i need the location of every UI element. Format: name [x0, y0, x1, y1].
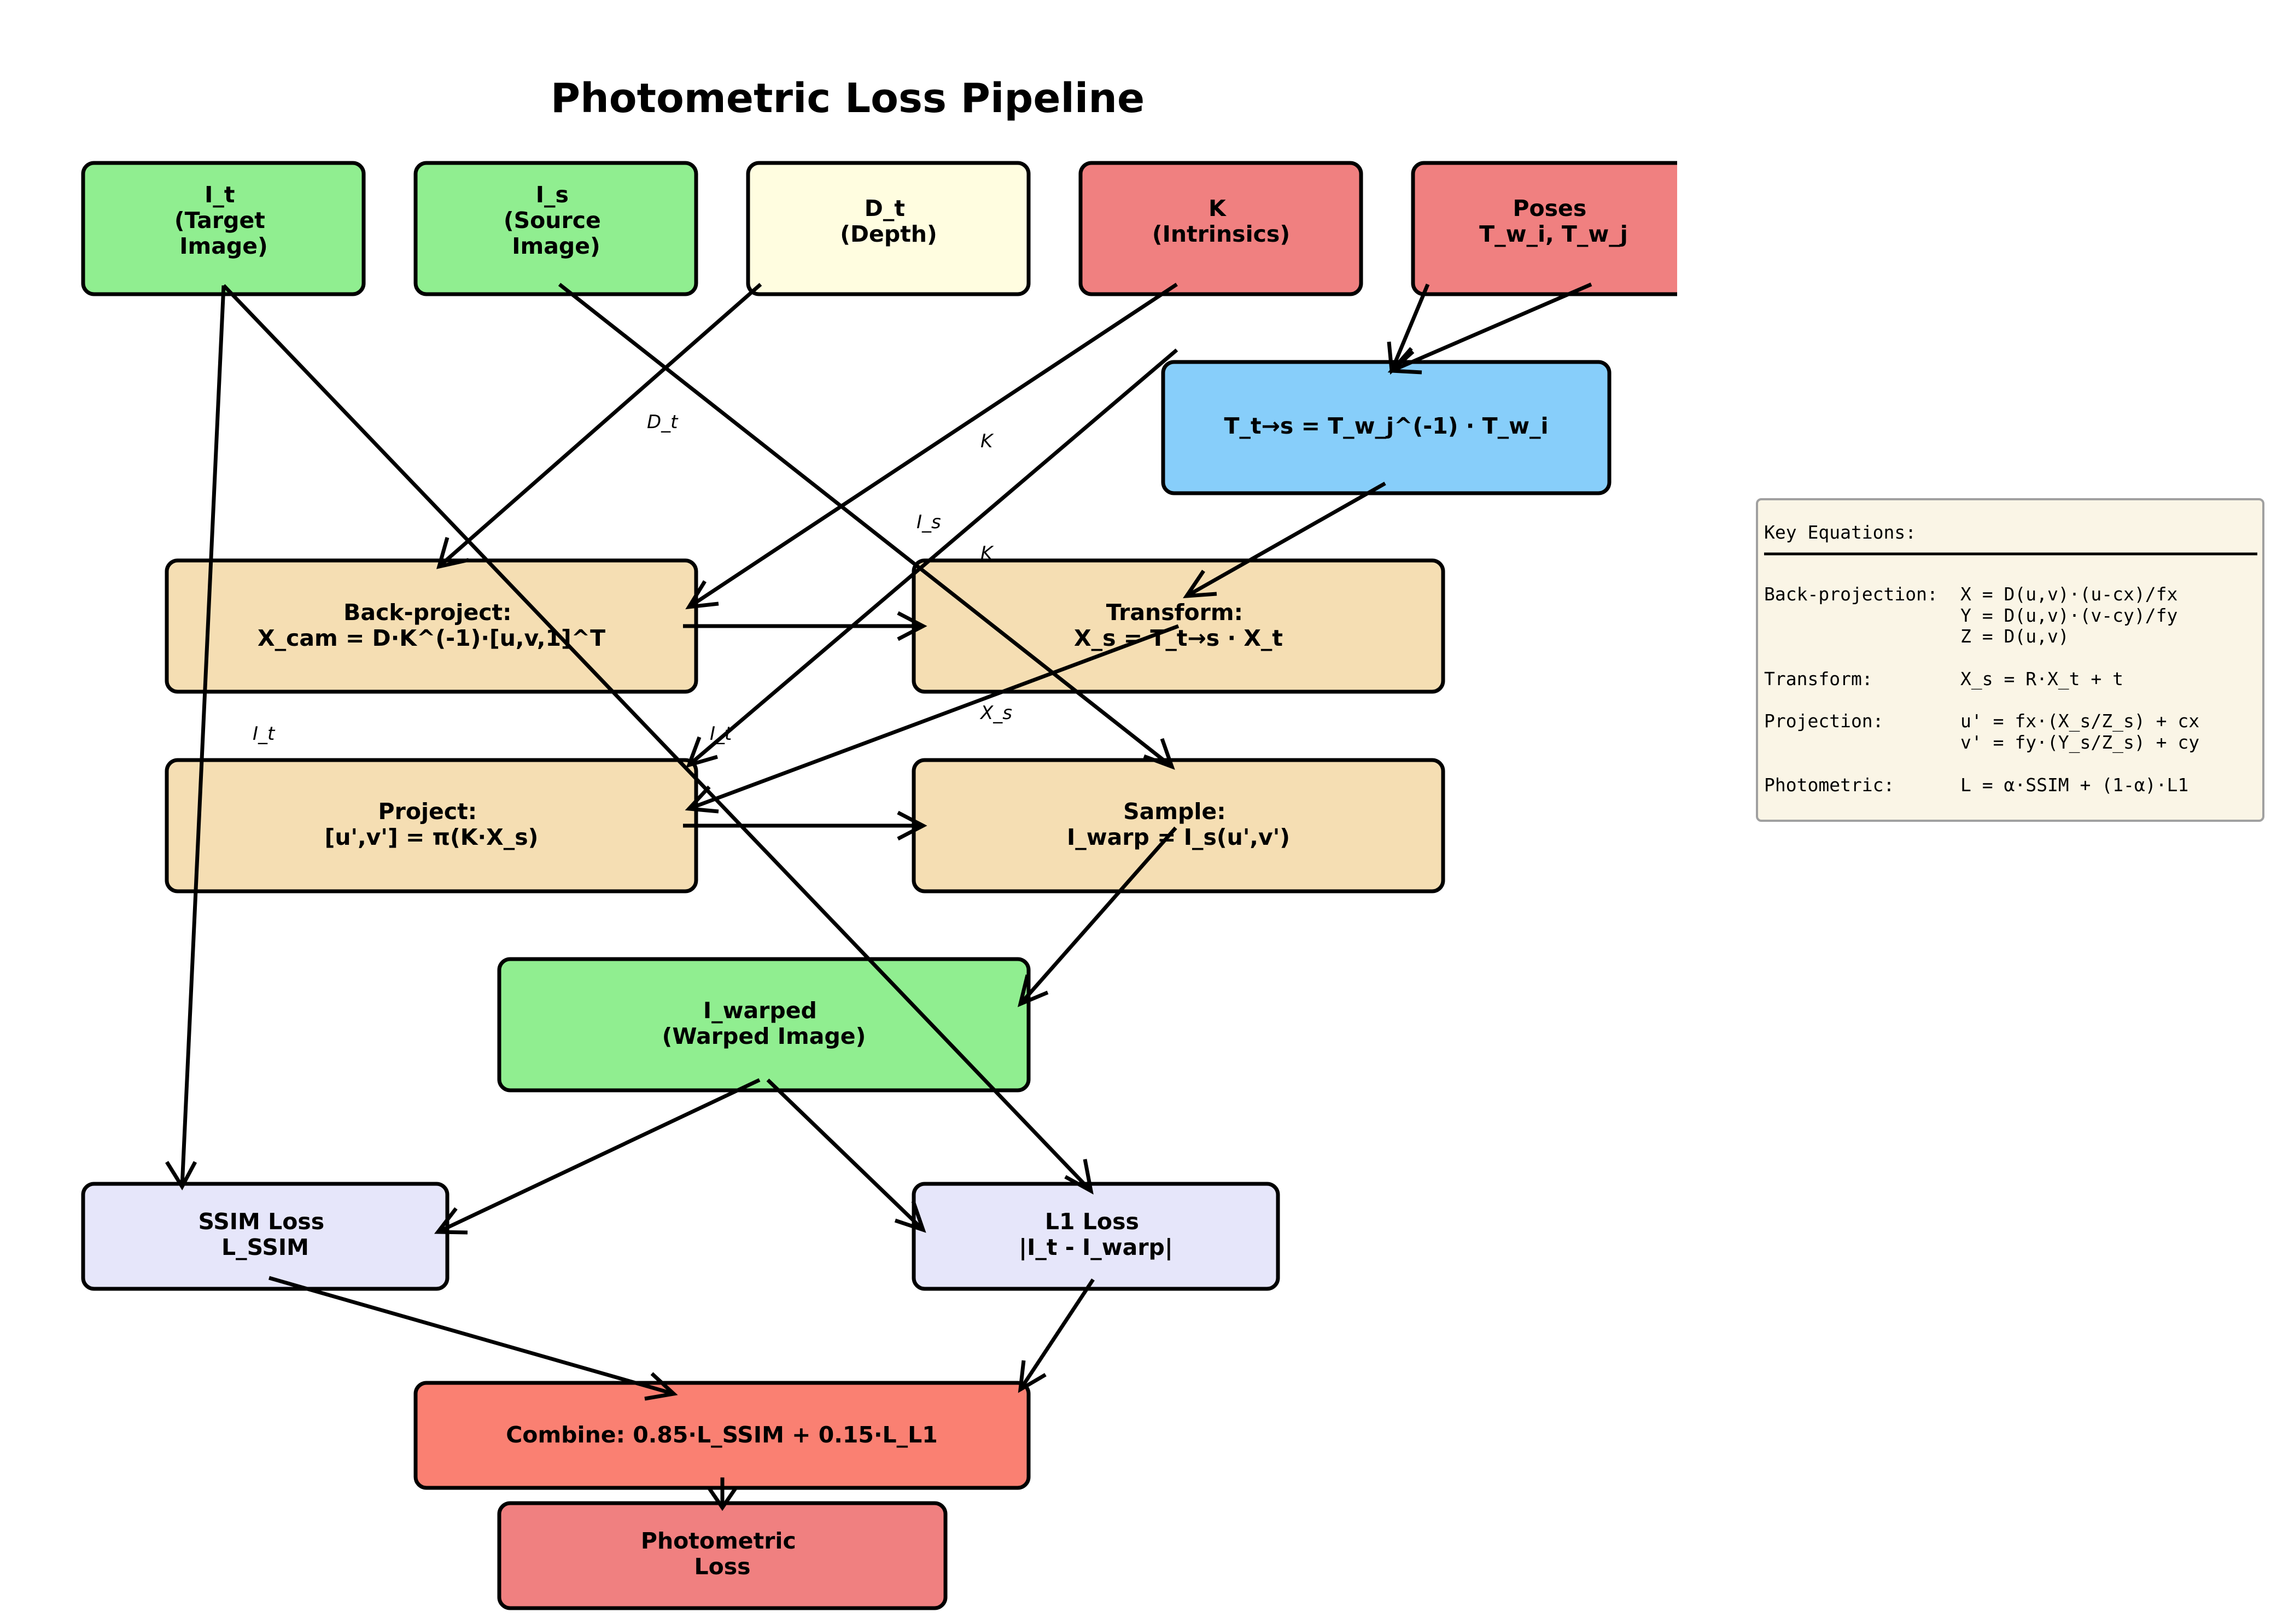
edges — [165, 282, 1592, 1511]
arrow-k-to-backproject — [685, 283, 1178, 610]
svg-text:X_s = R·X_t + t: X_s = R·X_t + t — [1960, 668, 2123, 690]
edge-label-it2: I_t — [710, 723, 733, 745]
node-back-project: Back-project: X_cam = D·K^(-1)·[u,v,1]^T — [165, 558, 698, 694]
edge-labels: D_t K I_s K I_t I_t X_s — [253, 411, 1012, 745]
arrow-it-to-l1 — [222, 284, 1094, 1195]
arrow-combine-to-output — [708, 1477, 737, 1511]
svg-text:I_t (Target Im: I_t (Target Image) — [174, 182, 273, 259]
equation-label: Transform: — [1764, 668, 1873, 690]
node-photometric-loss: Photometric Loss — [497, 1501, 948, 1610]
svg-text:Poses T_w_i, T_w_j: Poses T_w_i, T_w_j — [1479, 195, 1628, 247]
svg-text:I_s (Source Im: I_s (Source Image) — [504, 182, 609, 259]
svg-text:Sample: I_warp = I_s(u',: Sample: I_warp = I_s(u',v') — [1067, 798, 1290, 850]
diagram-title: Photometric Loss Pipeline — [551, 75, 1145, 122]
svg-text:L1 Loss |I_t - I_warp|: L1 Loss |I_t - I_warp| — [1019, 1208, 1173, 1261]
node-intrinsics: K (Intrinsics) — [1078, 161, 1363, 296]
edge-label-xs: X_s — [979, 702, 1012, 724]
equations-panel: Key Equations: Back-projection: X = D(u,… — [1756, 498, 2264, 822]
equation-label: Back-projection: — [1764, 583, 1938, 605]
svg-text:I_warped (Warped Image): I_warped (Warped Image) — [662, 997, 866, 1049]
arrow-transform-to-project — [685, 624, 1180, 814]
arrow-warped-to-ssim — [434, 1078, 761, 1235]
svg-text:Z = D(u,v): Z = D(u,v) — [1960, 626, 2069, 647]
arrow-poses-to-trel-2 — [1387, 282, 1592, 375]
svg-text:Photometric Loss: Photometric Loss — [641, 1528, 804, 1580]
edge-label-k1: K — [980, 430, 994, 452]
svg-text:Transform: X_s = T_t→s ·: Transform: X_s = T_t→s · X_t — [1074, 599, 1283, 651]
svg-text:L = α·SSIM + (1-α)·L1: L = α·SSIM + (1-α)·L1 — [1960, 774, 2188, 796]
edge-label-dt: D_t — [647, 411, 679, 433]
edge-label-it1: I_t — [253, 723, 276, 745]
arrow-it-to-ssim — [165, 285, 226, 1190]
svg-text:Combine: 0.85·L_SSIM + 0.15·L_: Combine: 0.85·L_SSIM + 0.15·L_L1 — [506, 1422, 938, 1448]
node-source-image: I_s (Source Image) — [413, 161, 698, 296]
svg-text:Y = D(u,v)·(v-cy)/fy: Y = D(u,v)·(v-cy)/fy — [1960, 605, 2177, 626]
edge-label-k2: K — [980, 542, 994, 564]
svg-text:v' = fy·(Y_s/Z_s) + cy: v' = fy·(Y_s/Z_s) + cy — [1960, 732, 2199, 753]
node-warped-image: I_warped (Warped Image) — [497, 957, 1031, 1093]
arrow-project-to-sample — [683, 810, 927, 841]
equation-label: Projection: — [1764, 710, 1884, 732]
edge-label-is: I_s — [916, 511, 941, 533]
node-combine: Combine: 0.85·L_SSIM + 0.15·L_L1 — [413, 1381, 1031, 1490]
equations-heading: Key Equations: — [1764, 522, 1916, 543]
svg-text:Project: [u',v'] = π(K·X: Project: [u',v'] = π(K·X_s) — [325, 798, 539, 850]
arrow-sample-to-warped — [1017, 826, 1177, 1007]
equation-label: Photometric: — [1764, 774, 1894, 796]
node-target-image: I_t (Target Image) — [81, 161, 366, 296]
arrow-is-to-sample — [558, 283, 1175, 770]
arrow-backproject-to-transform — [683, 611, 927, 641]
arrow-l1-to-combine — [1018, 1278, 1095, 1393]
arrow-dt-to-backproject — [436, 283, 762, 569]
svg-text:SSIM Loss L_SSIM: SSIM Loss L_SSIM — [199, 1208, 332, 1260]
node-depth: D_t (Depth) — [746, 161, 1031, 296]
svg-text:u' = fx·(X_s/Z_s) + cx: u' = fx·(X_s/Z_s) + cx — [1960, 710, 2199, 732]
arrow-warped-to-l1 — [766, 1078, 926, 1233]
arrow-ssim-to-combine — [268, 1276, 678, 1401]
svg-text:D_t (Depth): D_t (Depth) — [840, 195, 937, 247]
arrow-k-to-project — [686, 348, 1178, 768]
svg-text:Back-project: X_cam = D·: Back-project: X_cam = D·K^(-1)·[u,v,1]^T — [258, 599, 605, 651]
node-l1-loss: L1 Loss |I_t - I_warp| — [912, 1182, 1280, 1291]
arrow-trel-to-transform — [1183, 481, 1386, 599]
svg-text:K (Intrinsics): K (Intrinsics) — [1152, 195, 1290, 247]
svg-text:X = D(u,v)·(u-cx)/fx: X = D(u,v)·(u-cx)/fx — [1960, 583, 2177, 605]
node-ssim-loss: SSIM Loss L_SSIM — [81, 1182, 449, 1291]
svg-text:T_t→s = T_w_j^(-1) · T_w_i: T_t→s = T_w_j^(-1) · T_w_i — [1224, 413, 1548, 439]
node-sample: Sample: I_warp = I_s(u',v') — [912, 758, 1445, 893]
node-poses: Poses T_w_i, T_w_j — [1411, 161, 1677, 296]
node-relative-pose: T_t→s = T_w_j^(-1) · T_w_i — [1161, 360, 1612, 495]
node-project: Project: [u',v'] = π(K·X_s) — [165, 758, 698, 893]
